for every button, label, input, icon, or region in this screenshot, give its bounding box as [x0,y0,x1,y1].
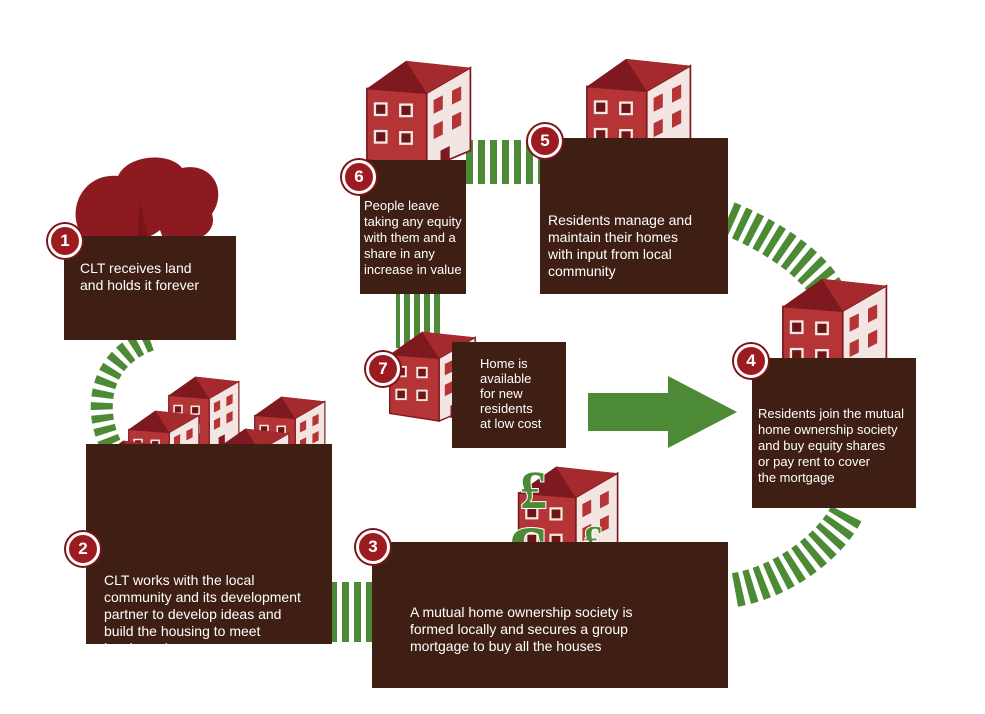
step-1-text: CLT receives land and holds it forever [80,260,200,293]
step-7-badge: 7 [366,352,400,386]
step-2-badge: 2 [66,532,100,566]
step-6-badge: 6 [342,160,376,194]
step-3-badge: 3 [356,530,390,564]
step-7-text: Home is available for new residents at l… [480,356,542,431]
house-icon [366,60,472,170]
step-6-text: People leave taking any equity with them… [364,198,462,277]
step-2-text: CLT works with the local community and i… [104,572,301,656]
step-7-box: Home is available for new residents at l… [452,342,566,448]
step-1-box: CLT receives land and holds it forever [64,236,236,340]
step-2-box: CLT works with the local community and i… [86,444,332,656]
step-5-box: Residents manage and maintain their home… [540,138,728,294]
step-5-badge: 5 [528,124,562,158]
arrow-to-step-4 [588,376,737,448]
step-5-text: Residents manage and maintain their home… [548,212,692,279]
step-3-box: A mutual home ownership society is forme… [372,542,728,688]
step-6-box: People leave taking any equity with them… [360,160,466,294]
flow-path-3-4 [731,502,864,607]
step-3-text: A mutual home ownership society is forme… [410,604,633,654]
step-1-badge: 1 [48,224,82,258]
pound-symbol: £ [520,460,547,520]
step-4-text: Residents join the mutual home ownership… [758,406,904,485]
step-4-box: Residents join the mutual home ownership… [752,358,916,508]
step-4-badge: 4 [734,344,768,378]
flow-path-1-2 [90,329,155,467]
